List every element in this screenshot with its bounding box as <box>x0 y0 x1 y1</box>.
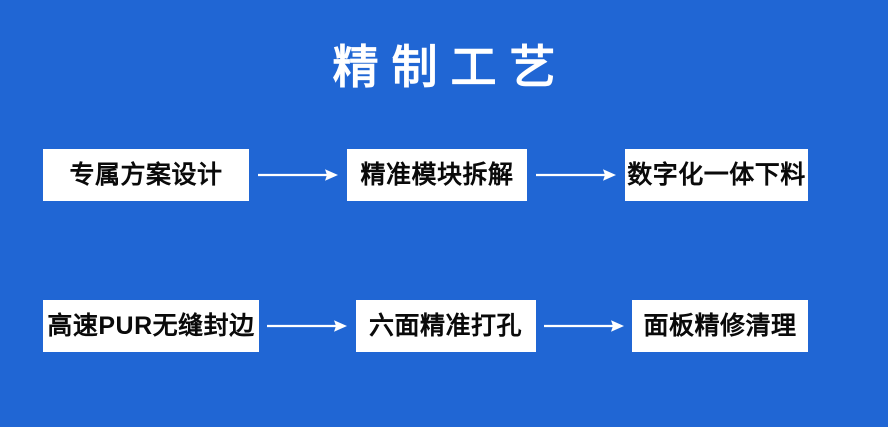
flow-step-4: 高速PUR无缝封边 <box>43 300 259 352</box>
arrow-right-icon <box>267 319 348 333</box>
flow-step-1: 专属方案设计 <box>43 149 249 201</box>
flow-step-3-label: 数字化一体下料 <box>627 160 806 189</box>
flow-step-5: 六面精准打孔 <box>355 300 536 352</box>
flow-step-5-label: 六面精准打孔 <box>369 311 523 340</box>
page-title: 精制工艺 <box>332 41 569 93</box>
arrow-right-icon <box>543 319 624 333</box>
flow-step-4-label: 高速PUR无缝封边 <box>47 311 255 340</box>
flow-step-2-label: 精准模块拆解 <box>360 160 514 189</box>
flow-row-top: 专属方案设计 精准模块拆解 数字化一体下料 <box>43 149 808 201</box>
arrow-right-icon <box>536 168 616 182</box>
flow-step-1-label: 专属方案设计 <box>69 160 223 189</box>
flow-step-2: 精准模块拆解 <box>347 149 527 201</box>
flow-step-6: 面板精修清理 <box>632 300 808 352</box>
arrow-right-icon <box>258 168 338 182</box>
flow-step-6-label: 面板精修清理 <box>643 311 797 340</box>
flow-row-bottom: 高速PUR无缝封边 六面精准打孔 面板精修清理 <box>43 300 808 352</box>
flow-step-3: 数字化一体下料 <box>625 149 808 201</box>
